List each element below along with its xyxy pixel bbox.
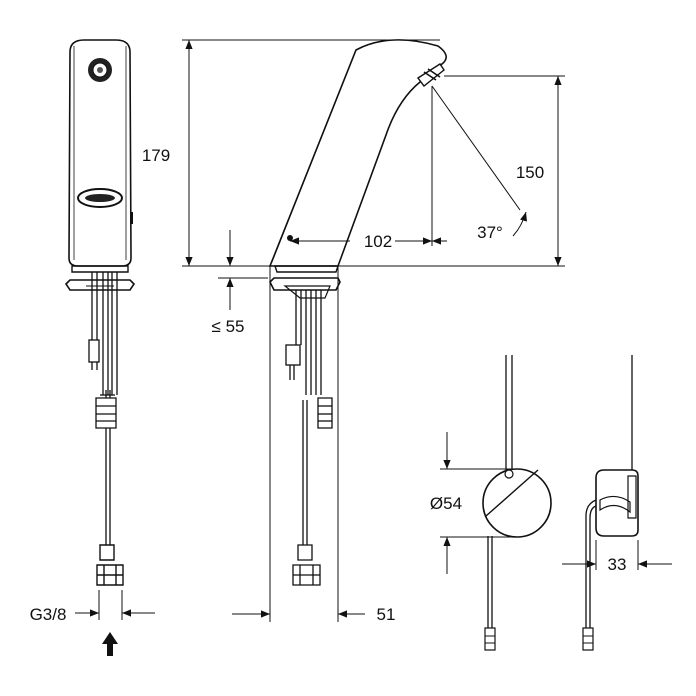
dim-control-diameter: Ø54 [430,494,462,513]
side-view [182,39,565,622]
dim-thread: G3/8 [30,605,67,624]
front-thread-fitting [96,544,124,586]
front-view [64,39,155,656]
control-box-circle [482,468,552,538]
dim-height-sensor: 150 [516,163,544,182]
front-base-plate [64,279,136,291]
dim-reach: 102 [364,232,392,251]
dim-width: 51 [377,605,396,624]
dim-height-total: 179 [142,146,170,165]
dim-control-depth: 33 [608,555,627,574]
side-spout-body [268,39,447,267]
control-box-side-body [595,469,639,537]
side-base-plate [269,277,341,291]
front-hoses [88,272,118,545]
dim-angle: 37° [477,223,503,242]
control-box-front [440,355,552,651]
side-hoses [285,290,333,586]
control-box-side [562,355,672,651]
dim-max-deck: ≤ 55 [212,317,245,336]
side-sensor-head [416,63,445,87]
inlet-arrow-icon [102,632,118,656]
front-body-outline [68,39,132,267]
